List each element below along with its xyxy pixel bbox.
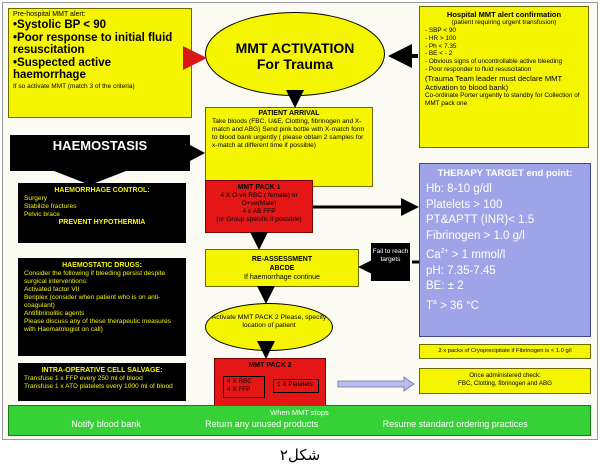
- target-fibrinogen: Fibrinogen > 1.0 g/l: [426, 229, 525, 242]
- activate2-text: Activate MMT PACK 2 Please, specify loca…: [211, 314, 327, 329]
- control-item: Surgery: [24, 195, 48, 202]
- cryoprecipitate-box: 2 x packs of Cryoprecipitate if Fibrinog…: [419, 344, 591, 359]
- prehospital-item: •Systolic BP < 90: [13, 19, 106, 31]
- hospital-alert-subtitle: (patient requiring urgent transfusion): [451, 19, 557, 26]
- prehospital-item: •Suspected active haemorrhage: [13, 56, 111, 82]
- once-text: FBC, Clotting, fibrinogen and ABG: [458, 380, 552, 387]
- hospital-alert-item: - Obvious signs of uncontrollable active…: [425, 58, 563, 66]
- target-pt-aptt: PT&APTT (INR)< 1.5: [426, 214, 535, 227]
- target-platelets: Platelets > 100: [426, 198, 503, 211]
- hospital-alert-box: Hospital MMT alert confirmation (patient…: [419, 6, 589, 148]
- control-item: Pelvic brace: [24, 211, 60, 218]
- pack1-line: 4 x AB FFP: [242, 208, 276, 215]
- prehospital-footer: If so activate MMT (match 3 of the crite…: [13, 82, 135, 90]
- pack2-rbc: 4 X RBC: [227, 378, 252, 385]
- salvage-title: INTRA-OPERATIVE CELL SALVAGE:: [41, 367, 163, 374]
- pack2-title: MMT PACK 2: [248, 362, 292, 369]
- stop-action-return: Return any unused products: [205, 419, 319, 429]
- hospital-alert-item: - BE < - 2: [425, 50, 453, 58]
- haemorrhage-control-box: HAEMORRHAGE CONTROL: Surgery Stabilize f…: [18, 183, 186, 243]
- pack2-ffp: 4 X FFP: [227, 385, 251, 393]
- hospital-alert-leader: (Trauma Team leader must declare MMT Act…: [425, 73, 563, 92]
- prehospital-alert-box: Pre-hospital MMT alert: •Systolic BP < 9…: [8, 8, 192, 118]
- control-item: Stabilize fractures: [24, 203, 77, 210]
- hospital-alert-item: - HR > 100: [425, 34, 457, 42]
- pack2-platelets-label: 1 X Platelets: [277, 381, 313, 388]
- mmt-pack1-box: MMT PACK 1 4 X O-ve RBC ( female) or O+v…: [205, 180, 313, 233]
- arrival-title: PATIENT ARRIVAL: [258, 110, 320, 117]
- hospital-alert-title: Hospital MMT alert confirmation: [446, 10, 562, 19]
- mmt-pack2-box: MMT PACK 2 4 X RBC 4 X FFP 1 X Platelets: [214, 358, 326, 407]
- target-temperature: Ta > 36 °C: [426, 295, 584, 314]
- fail-label: Fail to reach targets: [372, 248, 409, 263]
- reassessment-abcde: ABCDE: [269, 265, 295, 272]
- drugs-item: Activated factor VII: [24, 286, 80, 293]
- hospital-alert-item: - Poor responder to fluid resuscitation: [425, 65, 532, 73]
- therapy-title: THERAPY TARGET end point:: [437, 168, 573, 179]
- cell-salvage-box: INTRA-OPERATIVE CELL SALVAGE: Transfuse …: [18, 363, 186, 401]
- target-calcium: Ca2+ > 1 mmol/l: [426, 244, 584, 263]
- calcium-symbol: Ca: [426, 249, 441, 262]
- activation-line1: MMT ACTIVATION: [235, 40, 355, 56]
- haemostasis-label: HAEMOSTASIS: [52, 138, 148, 153]
- drugs-item: Antifibrinolitic agents: [24, 310, 85, 317]
- temperature-value: > 36 °C: [436, 299, 479, 312]
- pack2-platelets: 1 X Platelets: [273, 379, 319, 393]
- hospital-alert-item: - Ph < 7.35: [425, 42, 457, 50]
- activate-pack2-node: Activate MMT PACK 2 Please, specify loca…: [205, 303, 333, 351]
- control-title: HAEMORRHAGE CONTROL:: [54, 187, 150, 194]
- reassessment-box: RE-ASSESSMENT ABCDE If haemorrhage conti…: [205, 249, 359, 287]
- stop-action-notify: Notify blood bank: [71, 419, 141, 429]
- reassessment-note: If haemorrhage continue: [244, 274, 320, 281]
- once-administered-box: Once administered check: FBC, Clotting, …: [419, 368, 591, 394]
- target-ph: pH: 7.35-7.45: [426, 264, 496, 277]
- activation-line2: For Trauma: [256, 56, 334, 72]
- therapy-target-box: THERAPY TARGET end point: Hb: 8-10 g/dl …: [419, 163, 591, 337]
- drugs-item: Consider the following if bleeding persi…: [24, 270, 166, 285]
- prehospital-header: Pre-hospital MMT alert:: [13, 11, 86, 18]
- haemostasis-arrow-tip: [54, 171, 126, 185]
- salvage-item: Transfuse 1 x FFP every 250 ml of blood: [24, 375, 143, 382]
- caption-text: شكل٢: [279, 446, 321, 464]
- pack1-line: O+ve(Male): [241, 200, 277, 207]
- temperature-sup: a: [433, 298, 437, 306]
- drugs-item: Beriplex (consider when patient who is o…: [24, 294, 161, 309]
- cryo-text: 2 x packs of Cryoprecipitate if Fibrinog…: [438, 348, 572, 354]
- mmt-activation-node: MMT ACTIVATION For Trauma: [205, 12, 385, 96]
- salvage-item: Transfuse 1 x ATD platelets every 1000 m…: [24, 383, 173, 390]
- mmt-stops-bar: When MMT stops Notify blood bank Return …: [8, 405, 591, 436]
- drugs-item: Please discuss any of these therapeutic …: [24, 318, 171, 333]
- hospital-alert-porter: Co-ordinate Porter urgently to standby f…: [425, 91, 580, 107]
- figure-caption: شكل٢: [0, 443, 600, 467]
- pack1-line: 4 X O-ve RBC ( female) or: [220, 192, 298, 199]
- once-title: Once administered check:: [469, 372, 541, 379]
- reassessment-title: RE-ASSESSMENT: [251, 256, 313, 263]
- pack2-rbc-ffp: 4 X RBC 4 X FFP: [223, 376, 265, 398]
- haemostasis-banner: HAEMOSTASIS: [10, 135, 190, 171]
- temperature-symbol: T: [426, 299, 434, 312]
- calcium-charge: 2+: [440, 248, 449, 256]
- calcium-value: > 1 mmol/l: [448, 249, 506, 262]
- arrival-body: Take bloods (FBC, U&E, Clotting, fibrino…: [212, 117, 365, 149]
- stop-title: When MMT stops: [270, 408, 329, 417]
- pack1-title: MMT PACK 1: [237, 184, 281, 191]
- haemostatic-drugs-box: HAEMOSTATIC DRUGS: Consider the followin…: [18, 258, 186, 356]
- pack1-line: (or Group specific if possible): [216, 216, 302, 223]
- control-prevent: PREVENT HYPOTHERMIA: [58, 219, 146, 226]
- hospital-alert-item: - SBP < 90: [425, 27, 456, 34]
- drugs-title: HAEMOSTATIC DRUGS:: [62, 262, 142, 269]
- fail-to-reach-targets-box: Fail to reach targets: [371, 243, 410, 281]
- target-be: BE: ± 2: [426, 280, 464, 293]
- target-hb: Hb: 8-10 g/dl: [426, 183, 492, 195]
- patient-arrival-box: PATIENT ARRIVAL Take bloods (FBC, U&E, C…: [205, 107, 373, 187]
- prehospital-item: •Poor response to initial fluid resuscit…: [13, 31, 173, 57]
- stop-action-resume: Resume standard ordering practices: [382, 419, 528, 429]
